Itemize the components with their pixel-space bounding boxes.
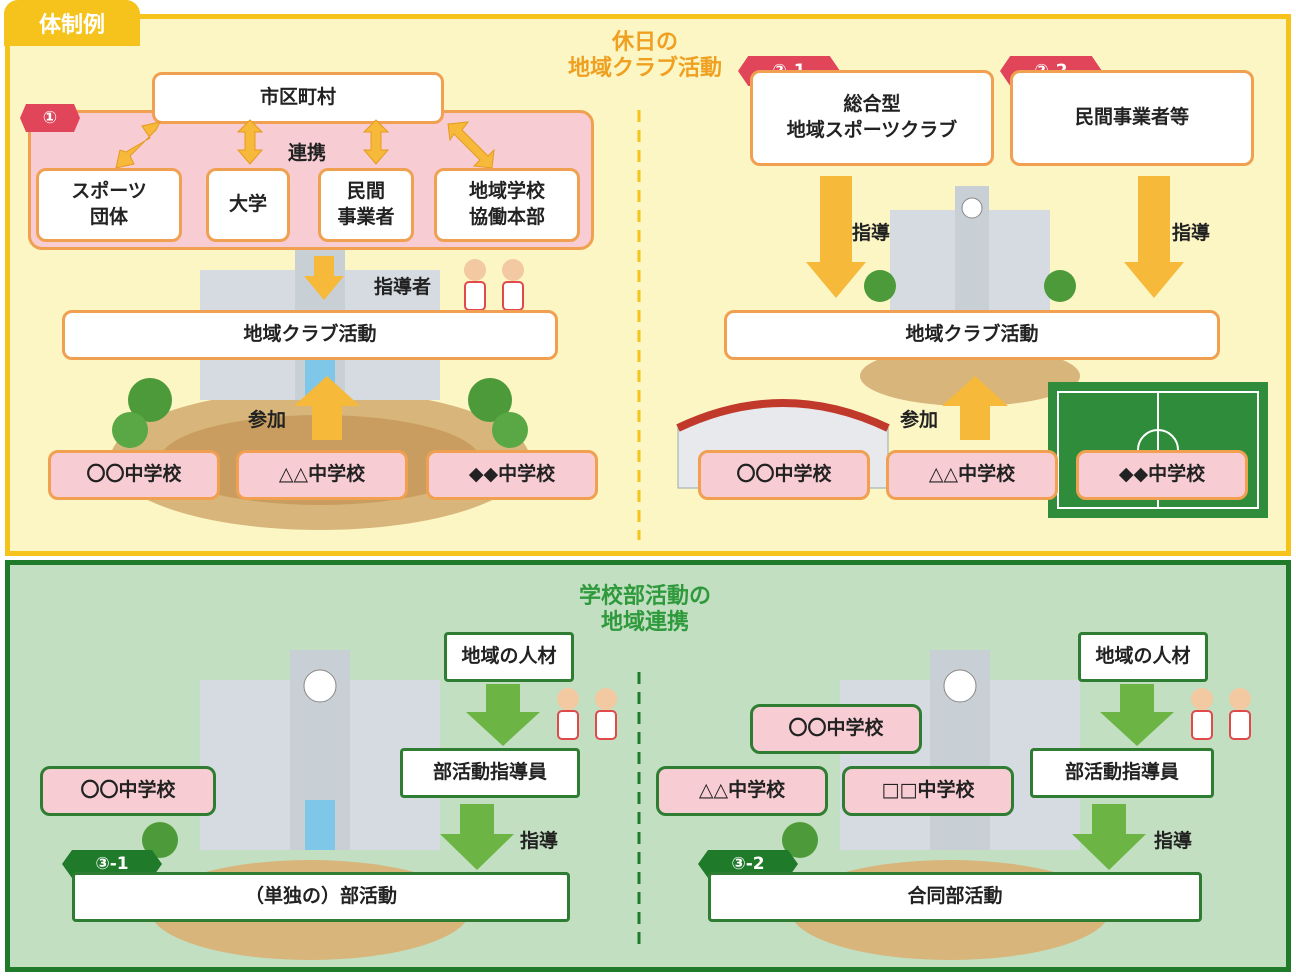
school-box-r2: △△中学校 xyxy=(886,450,1058,500)
partner-university: 大学 xyxy=(206,168,290,242)
joint-activity-box: 合同部活動 xyxy=(708,872,1202,922)
bottom-divider xyxy=(637,672,641,948)
people-icon-bottom-left xyxy=(557,688,617,740)
sports-club-box: 総合型 地域スポーツクラブ xyxy=(750,70,994,166)
staff-box-right: 部活動指導員 xyxy=(1030,748,1214,798)
school-box-l2: △△中学校 xyxy=(236,450,408,500)
staff-box-left: 部活動指導員 xyxy=(400,748,580,798)
participate-arrow-left xyxy=(294,376,360,440)
school-box-bottom-right-1: 〇〇中学校 xyxy=(750,704,922,754)
club-activity-right: 地域クラブ活動 xyxy=(724,310,1220,360)
guide-label-right-1: 指導 xyxy=(852,222,891,244)
school-box-bottom-right-2: △△中学校 xyxy=(656,766,828,816)
guide-label-bottom-right: 指導 xyxy=(1154,830,1193,852)
tab-label: 体制例 xyxy=(4,0,140,46)
school-box-r1: 〇〇中学校 xyxy=(698,450,870,500)
club-activity-left: 地域クラブ活動 xyxy=(62,310,558,360)
top-divider xyxy=(637,110,641,540)
private-operator-box: 民間事業者等 xyxy=(1010,70,1254,166)
green-arrow-br-2 xyxy=(1072,804,1146,870)
school-box-r3: ◆◆中学校 xyxy=(1076,450,1248,500)
badge-1: ① xyxy=(20,104,80,132)
club-activity-bottom-left: （単独の）部活動 xyxy=(72,872,570,922)
school-box-l3: ◆◆中学校 xyxy=(426,450,598,500)
school-box-bottom-left: 〇〇中学校 xyxy=(40,766,216,816)
partner-community-school: 地域学校 協働本部 xyxy=(434,168,580,242)
resource-box-left: 地域の人材 xyxy=(444,632,574,682)
link-label: 連携 xyxy=(288,142,327,164)
participate-label-left: 参加 xyxy=(248,409,287,431)
municipality-box: 市区町村 xyxy=(152,72,444,124)
top-title: 休日の 地域クラブ活動 xyxy=(567,30,722,82)
people-icon-left xyxy=(464,259,524,311)
guide-arrow-right-2 xyxy=(1124,176,1184,298)
partner-private: 民間 事業者 xyxy=(318,168,414,242)
instructor-arrow xyxy=(304,256,344,300)
green-arrow-bl-2 xyxy=(440,804,514,870)
school-box-bottom-right-3: □□中学校 xyxy=(842,766,1014,816)
school-box-l1: 〇〇中学校 xyxy=(48,450,220,500)
partner-sports-org: スポーツ 団体 xyxy=(36,168,182,242)
guide-arrow-right-1 xyxy=(806,176,866,298)
participate-label-right: 参加 xyxy=(900,409,939,431)
bottom-title: 学校部活動の 地域連携 xyxy=(578,584,711,636)
people-icon-bottom-right xyxy=(1191,688,1251,740)
instructor-label: 指導者 xyxy=(374,276,432,298)
guide-label-right-2: 指導 xyxy=(1172,222,1211,244)
green-arrow-bl-1 xyxy=(466,684,540,746)
green-arrow-br-1 xyxy=(1100,684,1174,746)
school-illustration-right xyxy=(860,186,1080,406)
guide-label-bottom-left: 指導 xyxy=(520,830,559,852)
resource-box-right: 地域の人材 xyxy=(1078,632,1208,682)
link-arrows xyxy=(115,119,495,169)
participate-arrow-right xyxy=(942,376,1008,440)
